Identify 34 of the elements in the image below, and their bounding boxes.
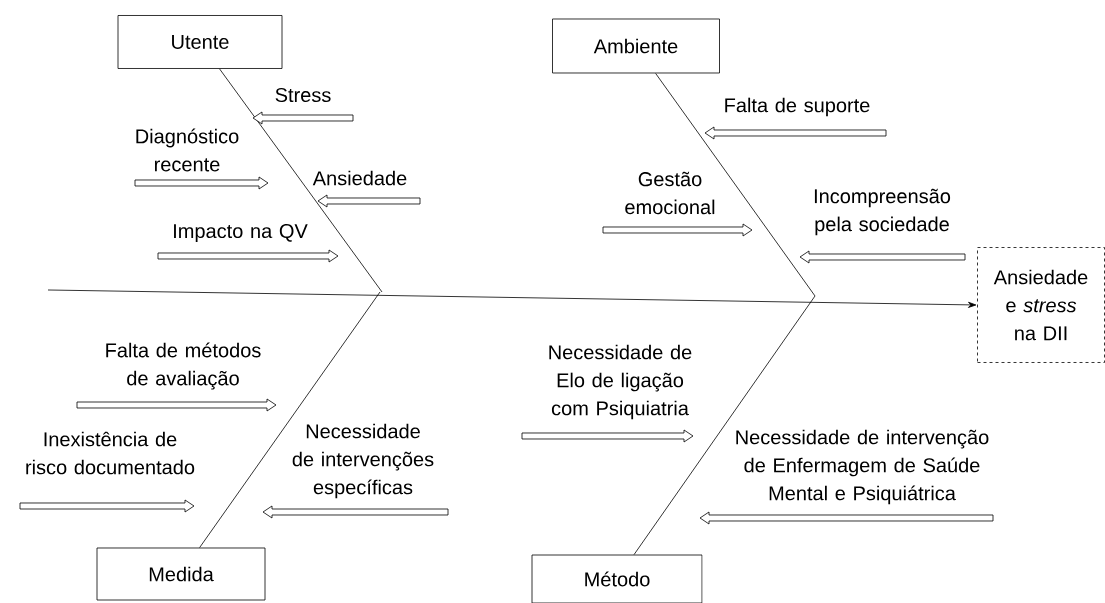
category-box: Medida [96, 547, 266, 601]
bone-line [633, 295, 816, 555]
spine-arrow [47, 289, 977, 308]
cause-label: Impacto na QV [174, 223, 308, 243]
category-box: Método [531, 554, 703, 603]
hollow-arrow [252, 111, 354, 125]
hollow-arrow [76, 398, 277, 412]
hollow-arrow [799, 250, 966, 264]
cause-label: Stress [275, 87, 331, 103]
cause-label: Ansiedade [312, 170, 407, 186]
hollow-arrow [262, 505, 449, 519]
cause-label: Necessidade de intervenção de Enfermagem de Saúde Mental e Psiquiátrica [736, 429, 989, 505]
effect-box: Ansiedade e stress na DII [977, 247, 1105, 363]
hollow-arrow [134, 176, 269, 190]
hollow-arrow [602, 223, 753, 237]
hollow-arrow [157, 249, 339, 263]
cause-label: Falta de métodos de avaliação [106, 342, 261, 390]
hollow-arrow [704, 126, 887, 140]
bone-line [199, 291, 381, 548]
category-box: Utente [117, 15, 283, 69]
cause-label: Necessidade de intervenções específicas [292, 423, 434, 499]
cause-label: Gestão emocional [625, 171, 715, 215]
hollow-arrow [317, 194, 421, 208]
cause-label: Necessidade de Elo de ligação com Psiquiatria [549, 344, 692, 420]
hollow-arrow [19, 499, 195, 513]
category-box: Ambiente [552, 18, 720, 74]
bone-line [655, 73, 816, 297]
hollow-arrow [699, 511, 994, 525]
cause-label: Inexistência de risco documentado [26, 431, 195, 475]
bone-line [219, 68, 383, 293]
cause-label: Falta de suporte [725, 97, 870, 117]
cause-label: Diagnóstico recente [136, 128, 239, 172]
cause-label: Incompreensão pela sociedade [814, 188, 951, 236]
hollow-arrow [521, 429, 694, 443]
